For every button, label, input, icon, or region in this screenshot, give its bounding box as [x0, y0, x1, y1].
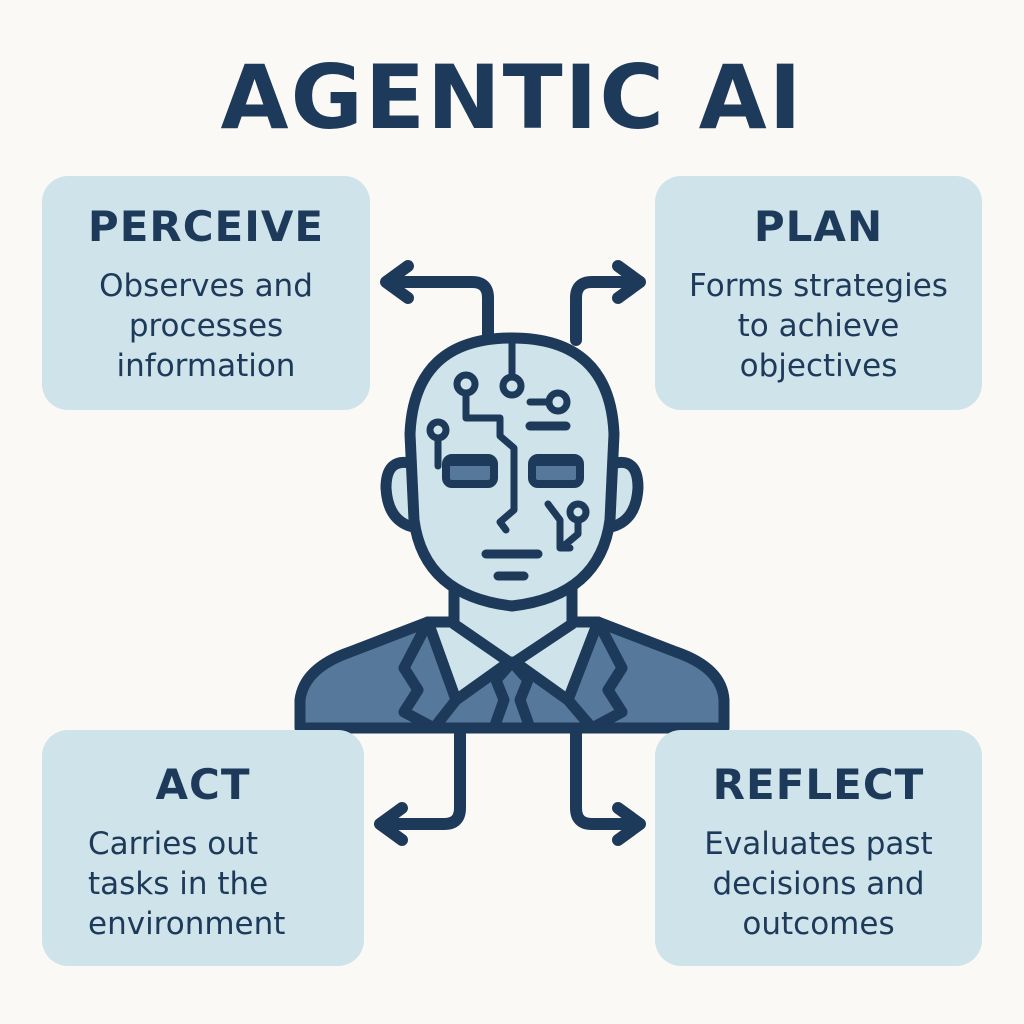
card-reflect-title: REFLECT: [712, 760, 925, 809]
card-perceive-title: PERCEIVE: [87, 202, 325, 251]
card-act-title: ACT: [155, 760, 251, 809]
card-perceive: PERCEIVE Observes and processes informat…: [42, 176, 370, 410]
page-title: AGENTIC AI: [220, 46, 804, 149]
arrow-icon: [570, 724, 646, 846]
card-plan-description: Forms strategies to achieve objectives: [689, 268, 948, 384]
card-plan: PLAN Forms strategies to achieve objecti…: [655, 176, 982, 410]
card-plan-title: PLAN: [753, 202, 884, 251]
card-perceive-description: Observes and processes information: [99, 268, 313, 384]
arrow-icon: [374, 724, 466, 846]
card-reflect-description: Evaluates past decisions and outcomes: [704, 826, 933, 942]
arrow-icon: [570, 260, 646, 346]
circuit-icon: [426, 336, 590, 552]
arrow-icon: [380, 260, 494, 346]
card-reflect: REFLECT Evaluates past decisions and out…: [655, 730, 982, 966]
card-act-description: Carries out tasks in the environment: [88, 826, 286, 942]
card-act: ACT Carries out tasks in the environment: [42, 730, 364, 966]
